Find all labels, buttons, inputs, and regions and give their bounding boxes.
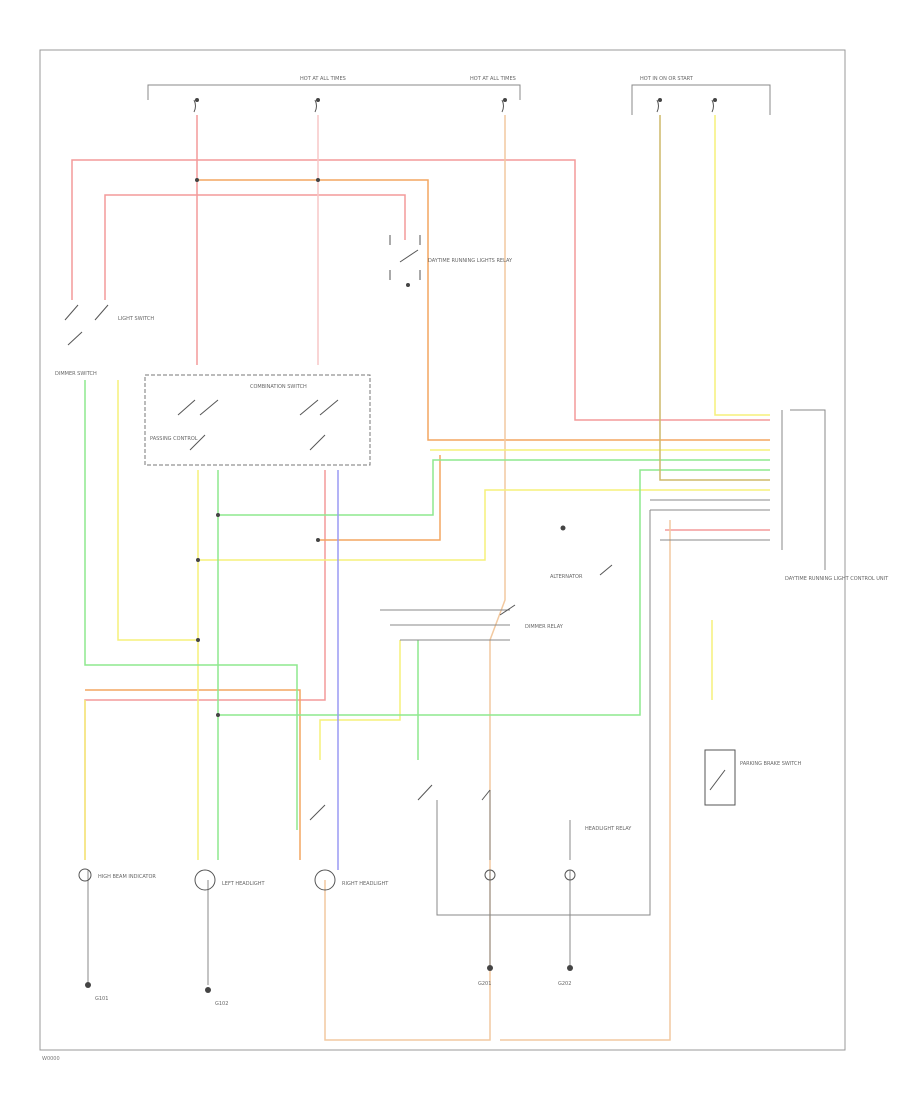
parking-brake-label: PARKING BRAKE SWITCH bbox=[740, 761, 802, 767]
passing-control-label: PASSING CONTROL bbox=[150, 436, 198, 442]
fuse-block-left-label: HOT AT ALL TIMES bbox=[300, 76, 346, 82]
diagram-border bbox=[39, 49, 846, 1051]
wire-red-3 bbox=[104, 194, 406, 300]
dimmer-relay: DIMMER RELAY bbox=[499, 604, 564, 630]
high-beam-indicator: HIGH BEAM INDICATOR bbox=[78, 868, 156, 882]
wire-orange-3 bbox=[85, 689, 301, 860]
right-headlight-label: RIGHT HEADLIGHT bbox=[342, 881, 389, 887]
fuse-block-mid-label: HOT AT ALL TIMES bbox=[470, 76, 516, 82]
wire-green-3 bbox=[218, 469, 770, 716]
junction-dots bbox=[195, 178, 410, 717]
headlight-relay: HEADLIGHT RELAY bbox=[309, 784, 632, 832]
ground-g201: G201 bbox=[478, 965, 493, 987]
wire-gray-3 bbox=[436, 510, 651, 916]
drl-control-unit: DAYTIME RUNNING LIGHT CONTROL UNIT bbox=[781, 409, 889, 582]
combination-switch: COMBINATION SWITCH PASSING CONTROL bbox=[144, 374, 371, 466]
ground-g101: G101 bbox=[85, 982, 108, 1002]
ground-g102-label: G102 bbox=[215, 1001, 228, 1007]
dimmer-relay-label: DIMMER RELAY bbox=[525, 624, 564, 630]
wire-olive-1 bbox=[659, 115, 770, 481]
alternator: ALTERNATOR bbox=[550, 525, 613, 580]
alternator-label: ALTERNATOR bbox=[550, 574, 583, 580]
parking-brake-switch: PARKING BRAKE SWITCH bbox=[704, 749, 802, 806]
wire-orange-1 bbox=[198, 179, 770, 441]
wire-tan-1 bbox=[324, 115, 506, 1041]
wire-tan-2 bbox=[500, 520, 671, 1041]
wire-yellow-1 bbox=[117, 380, 198, 641]
headlight-relay-label: HEADLIGHT RELAY bbox=[585, 826, 632, 832]
wire-yellow-8 bbox=[714, 115, 770, 416]
wire-orange-2 bbox=[318, 455, 441, 541]
fuse-block-right: HOT IN ON OR START bbox=[631, 76, 771, 115]
wire-yellow-2 bbox=[198, 489, 770, 561]
drl-control-unit-label: DAYTIME RUNNING LIGHT CONTROL UNIT bbox=[785, 576, 889, 582]
ground-g202-label: G202 bbox=[558, 981, 571, 987]
left-headlight-label: LEFT HEADLIGHT bbox=[222, 881, 265, 887]
wire-yellow-5 bbox=[319, 640, 401, 760]
figure-code: W0000 bbox=[42, 1056, 60, 1062]
ground-g101-label: G101 bbox=[95, 996, 108, 1002]
drl-relay-top: DAYTIME RUNNING LIGHTS RELAY bbox=[389, 235, 513, 280]
ground-g102: G102 bbox=[205, 987, 228, 1007]
ground-g201-label: G201 bbox=[478, 981, 491, 987]
right-headlight: RIGHT HEADLIGHT bbox=[314, 869, 389, 891]
combination-switch-label: COMBINATION SWITCH bbox=[250, 384, 307, 390]
drl-relay-label: DAYTIME RUNNING LIGHTS RELAY bbox=[428, 258, 513, 264]
high-beam-indicator-label: HIGH BEAM INDICATOR bbox=[98, 874, 156, 880]
light-switch-group: LIGHT SWITCH DIMMER SWITCH bbox=[55, 304, 154, 377]
wire-green-1 bbox=[84, 380, 298, 830]
dimmer-switch-label: DIMMER SWITCH bbox=[55, 371, 97, 377]
light-switch-label: LIGHT SWITCH bbox=[118, 316, 154, 322]
fuse-block-right-label: HOT IN ON OR START bbox=[640, 76, 694, 82]
left-headlight: LEFT HEADLIGHT bbox=[194, 869, 265, 891]
fuse-block-left: HOT AT ALL TIMES HOT AT ALL TIMES bbox=[147, 76, 521, 113]
mid-lamps bbox=[484, 869, 576, 881]
ground-g202: G202 bbox=[558, 965, 573, 987]
wire-green-2 bbox=[217, 459, 770, 516]
wire-red-2 bbox=[71, 159, 770, 421]
